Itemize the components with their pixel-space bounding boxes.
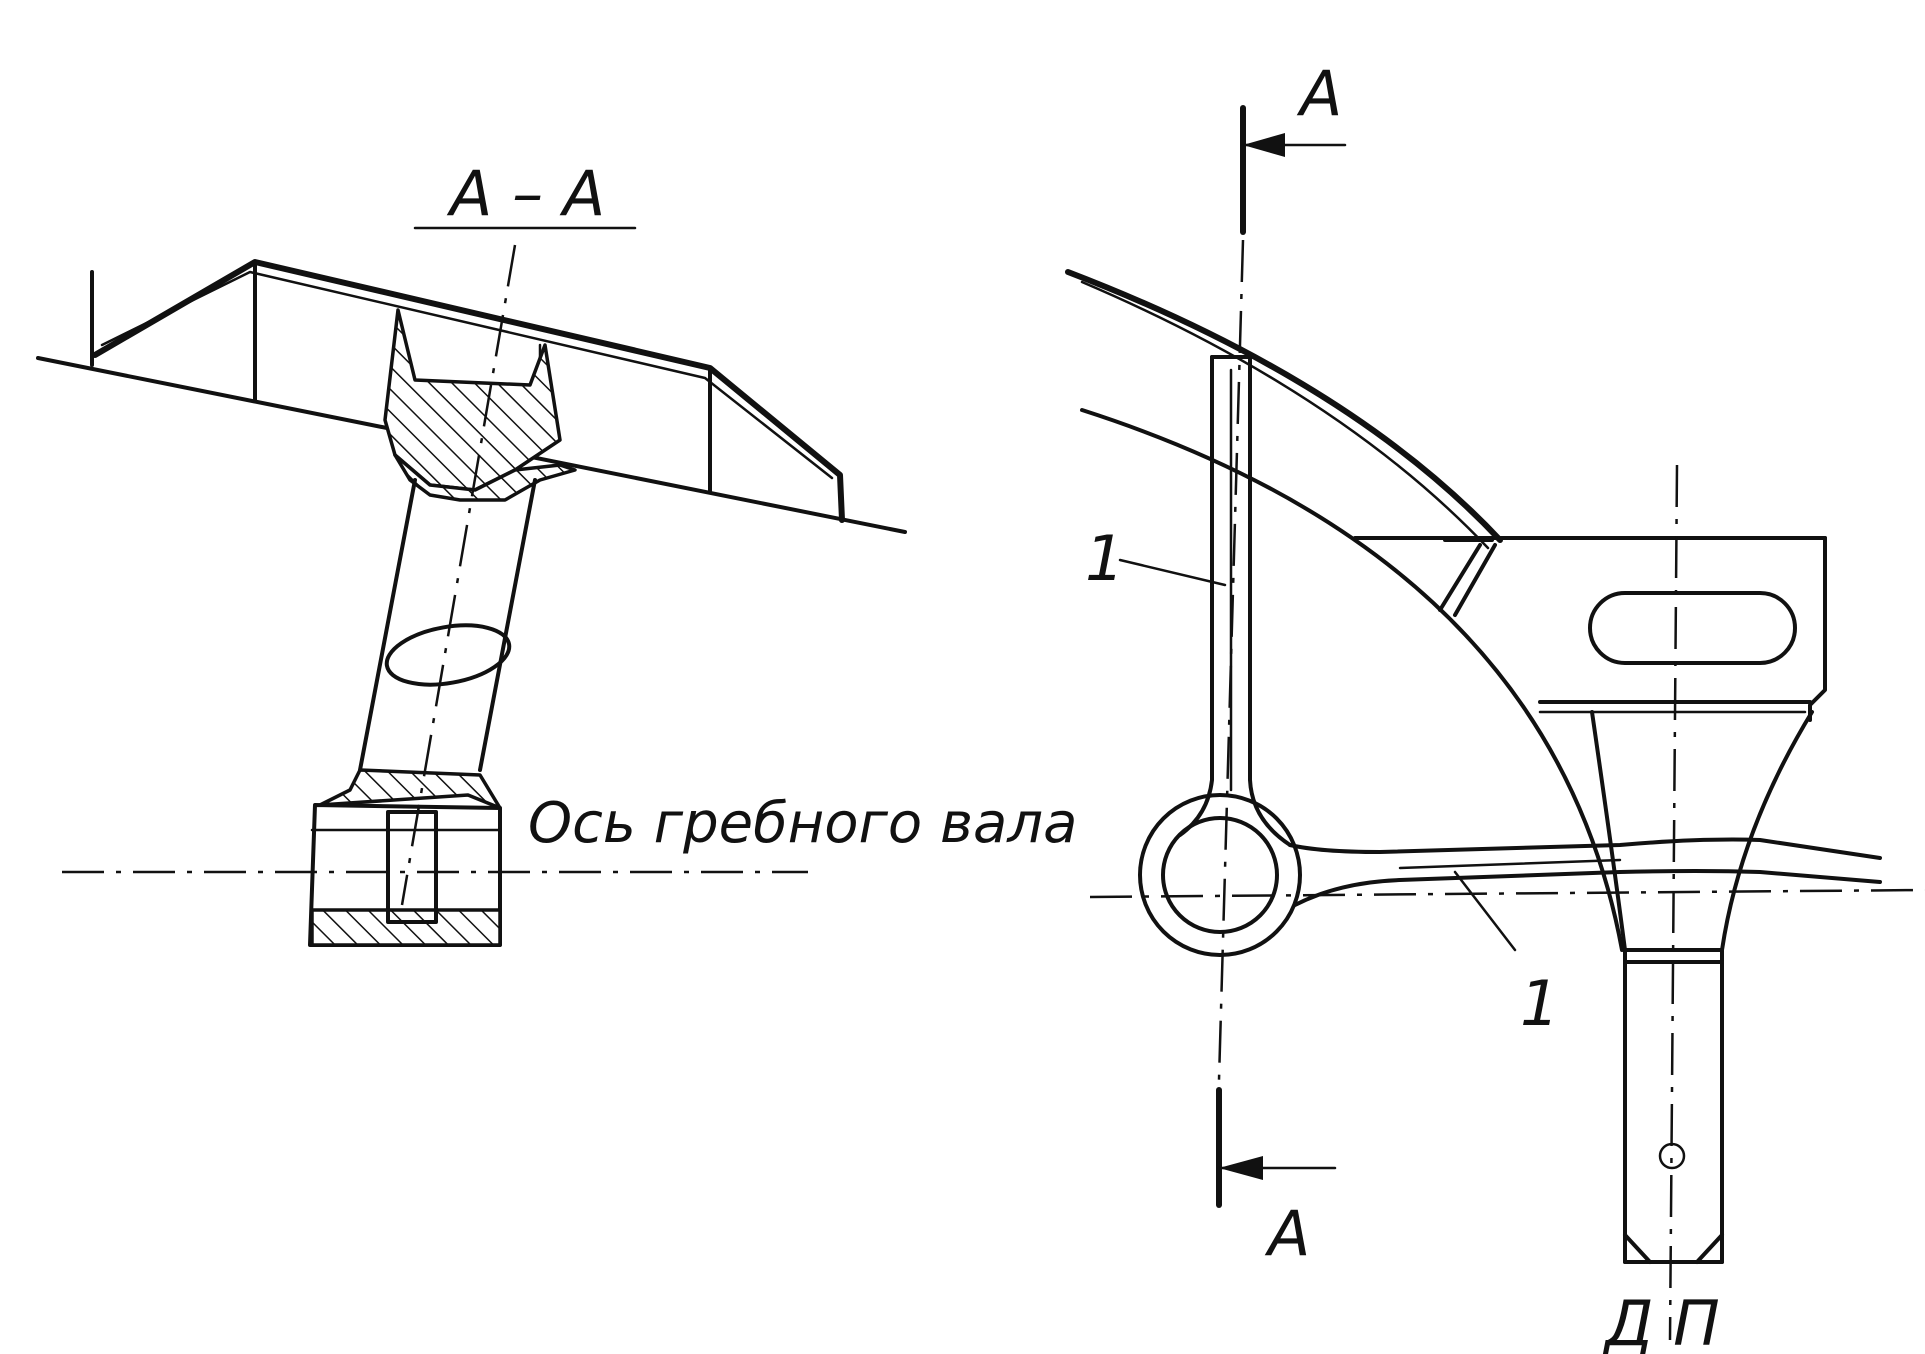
transverse-structure [1353, 536, 1827, 722]
shaft-boss [308, 768, 502, 947]
cut-plane-a: A A [1216, 57, 1347, 1270]
part-number-lower: 1 [1520, 967, 1559, 1040]
cut-mark-bottom: A [1264, 1197, 1310, 1270]
shaft-boss-rings [1138, 793, 1302, 957]
section-title: A – A [446, 157, 605, 230]
upper-hub-lower-fillet [393, 453, 577, 502]
vertical-strut-arm [1178, 355, 1292, 847]
hull-contour [1065, 269, 1624, 952]
shaft-axis-label: Ось гребного вала [528, 791, 1077, 856]
section-view-a-a: A – A [36, 157, 1077, 947]
skeg-post [1590, 464, 1814, 1341]
centerplane-label: Д П [1602, 1287, 1720, 1354]
part-number-upper: 1 [1085, 522, 1124, 595]
hull-plating [36, 259, 907, 534]
leader-line-upper [1118, 558, 1227, 587]
horizontal-strut-arm [1089, 837, 1925, 907]
cut-mark-top: A [1296, 57, 1342, 130]
leader-line-lower [1453, 870, 1517, 952]
strut-centerline [400, 244, 517, 906]
strut-tube [358, 478, 537, 772]
plan-view: A A [1065, 57, 1925, 1354]
